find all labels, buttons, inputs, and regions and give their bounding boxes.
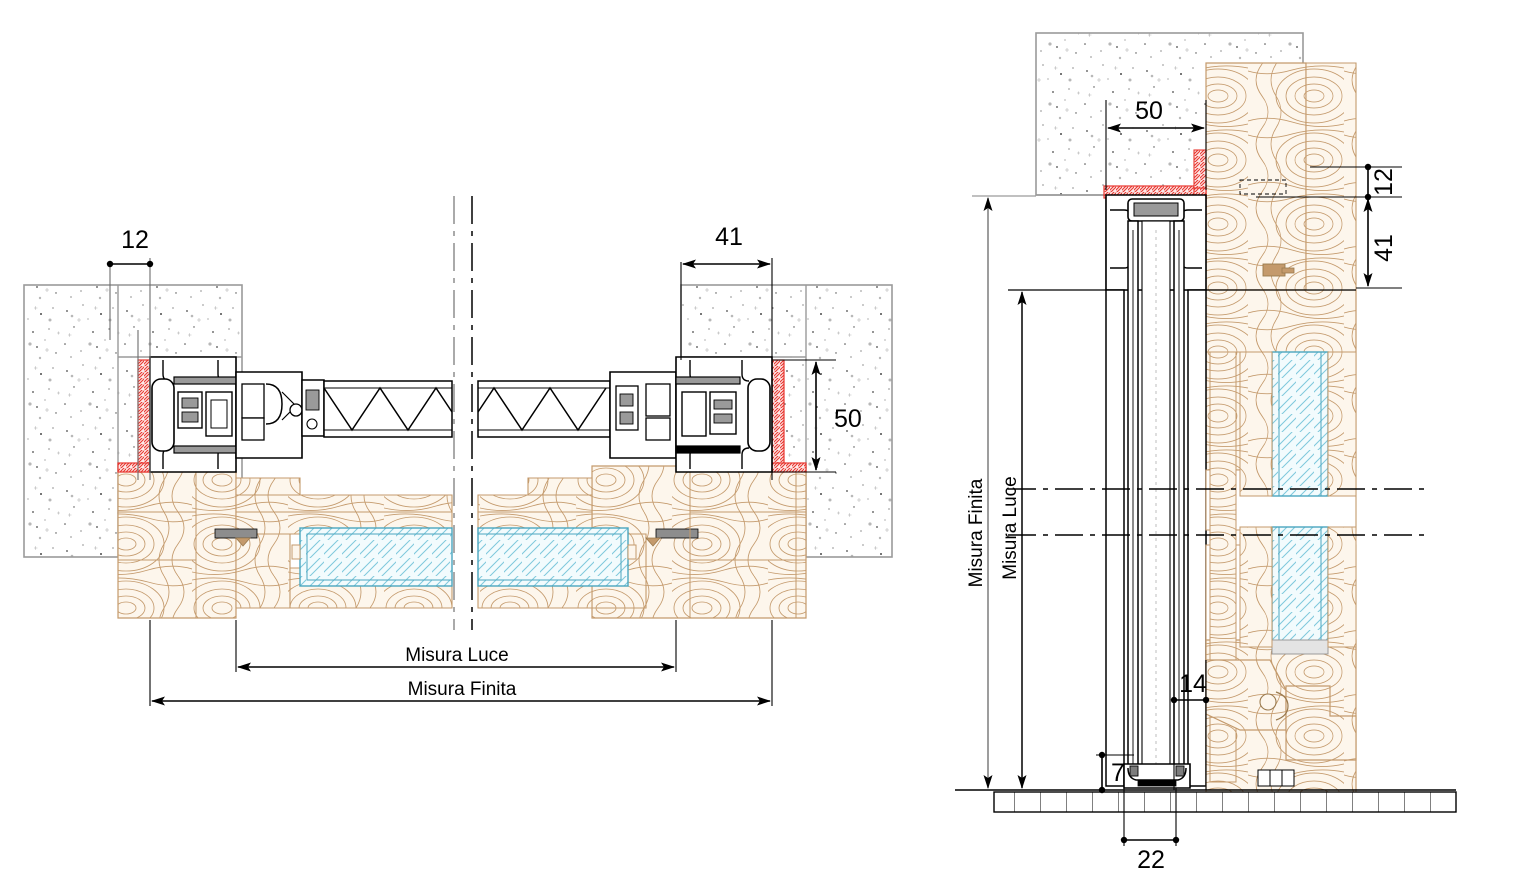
dimension-value-41-left: 41	[715, 223, 743, 251]
glazing-unit-lower-right	[1271, 526, 1329, 655]
dimension-12-left: 12	[106, 226, 154, 480]
dimension-22-right: 22	[1120, 788, 1180, 874]
dimension-misura-finita-left: Misura Finita	[149, 620, 773, 706]
break-line-right-view	[1008, 488, 1428, 536]
glazing-unit-upper-right	[1271, 351, 1329, 497]
dimension-7-right: 7	[1096, 751, 1134, 794]
aluminium-sash-right	[609, 371, 677, 459]
dimension-12-right: 12	[1256, 163, 1402, 201]
dimension-value-7-right: 7	[1111, 759, 1125, 787]
aluminium-profile-right	[675, 356, 773, 473]
label-misura-luce-right: Misura Luce	[1000, 476, 1021, 580]
dimension-41-right: 41	[1356, 198, 1402, 289]
wood-sill-hardware	[1205, 659, 1357, 787]
aluminium-profile-left	[149, 356, 237, 473]
dimension-misura-luce-right: Misura Luce	[1000, 289, 1106, 789]
label-misura-finita-left: Misura Finita	[408, 679, 517, 700]
label-misura-finita-right: Misura Finita	[966, 478, 987, 587]
break-line-centre	[453, 196, 473, 630]
dimension-value-41-right: 41	[1370, 234, 1398, 262]
glazing-unit-right	[477, 527, 637, 587]
dimension-14-right: 14	[1170, 660, 1210, 790]
aluminium-vertical-track	[1105, 220, 1207, 787]
aluminium-sill-track	[1123, 763, 1191, 789]
floor-slab	[955, 789, 1457, 813]
panel-core-right	[477, 380, 611, 438]
dimension-value-12-right: 12	[1370, 168, 1398, 196]
panel-core-left	[323, 380, 453, 438]
aluminium-sash-left	[235, 371, 325, 459]
label-misura-luce-left: Misura Luce	[405, 645, 509, 666]
dimension-value-50-right: 50	[1135, 97, 1163, 125]
dimension-value-14-right: 14	[1179, 670, 1207, 698]
dimension-50-left: 50	[772, 359, 862, 473]
dimension-value-50-left: 50	[834, 405, 862, 433]
dimension-value-12-left: 12	[121, 226, 149, 254]
dimension-50-right: 50	[1105, 97, 1207, 190]
glazing-unit-left	[291, 527, 453, 587]
dimension-value-22-right: 22	[1137, 846, 1165, 874]
horizontal-section-view: 12 41 50 Misura Luce Misura	[23, 196, 893, 706]
dimension-misura-finita-right: Misura Finita	[966, 195, 1036, 789]
vertical-section-view: 50 12 41 Misura Finita Misura Luce	[955, 32, 1457, 874]
dimension-41-left: 41	[680, 223, 773, 480]
dimension-misura-luce-left: Misura Luce	[235, 620, 677, 672]
